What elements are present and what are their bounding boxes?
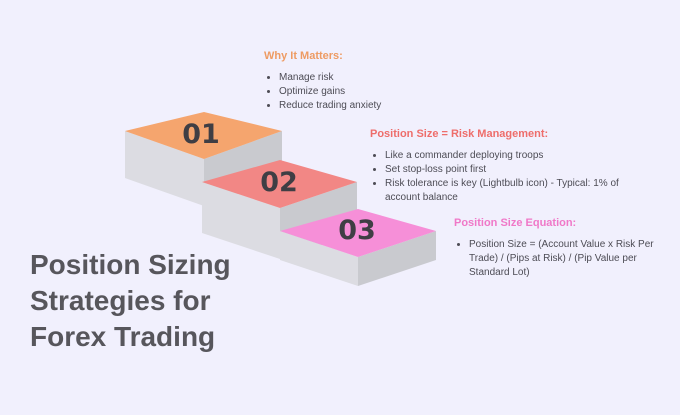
main-title: Position Sizing Strategies for Forex Tra…: [30, 249, 231, 352]
step-01-top-face: [125, 112, 282, 159]
step-01-left-face: [125, 131, 204, 206]
bullet-item: Manage risk: [279, 71, 484, 85]
section-heading-position-size-equation: Position Size Equation:: [454, 217, 577, 229]
step-03-right-face: [358, 231, 436, 286]
bullet-item: Risk tolerance is key (Lightbulb icon) -…: [385, 177, 620, 205]
bullet-list-position-size-equation: Position Size = (Account Value x Risk Pe…: [454, 238, 654, 280]
step-block-03: 03: [280, 209, 436, 286]
step-01-number: 01: [182, 119, 220, 150]
bullet-list-why-it-matters: Manage risk Optimize gains Reduce tradin…: [264, 71, 484, 113]
bullet-item: Set stop-loss point first: [385, 163, 620, 177]
section-heading-why-it-matters: Why It Matters:: [264, 50, 343, 62]
section-position-size-equation: Position Size Equation: Position Size = …: [454, 217, 654, 280]
section-risk-management: Position Size = Risk Management: Like a …: [370, 128, 620, 205]
step-03-top-face: [280, 209, 436, 257]
step-02-number: 02: [260, 167, 298, 198]
step-02-top-face: [202, 160, 357, 208]
section-why-it-matters: Why It Matters: Manage risk Optimize gai…: [264, 50, 484, 113]
section-heading-risk-management: Position Size = Risk Management:: [370, 128, 549, 140]
step-02-left-face: [202, 182, 280, 259]
bullet-item: Position Size = (Account Value x Risk Pe…: [469, 238, 654, 280]
bullet-item: Optimize gains: [279, 85, 484, 99]
bullet-list-risk-management: Like a commander deploying troops Set st…: [370, 149, 620, 205]
step-03-left-face: [280, 231, 358, 286]
bullet-item: Reduce trading anxiety: [279, 99, 484, 113]
step-03-number: 03: [338, 215, 376, 246]
bullet-item: Like a commander deploying troops: [385, 149, 620, 163]
